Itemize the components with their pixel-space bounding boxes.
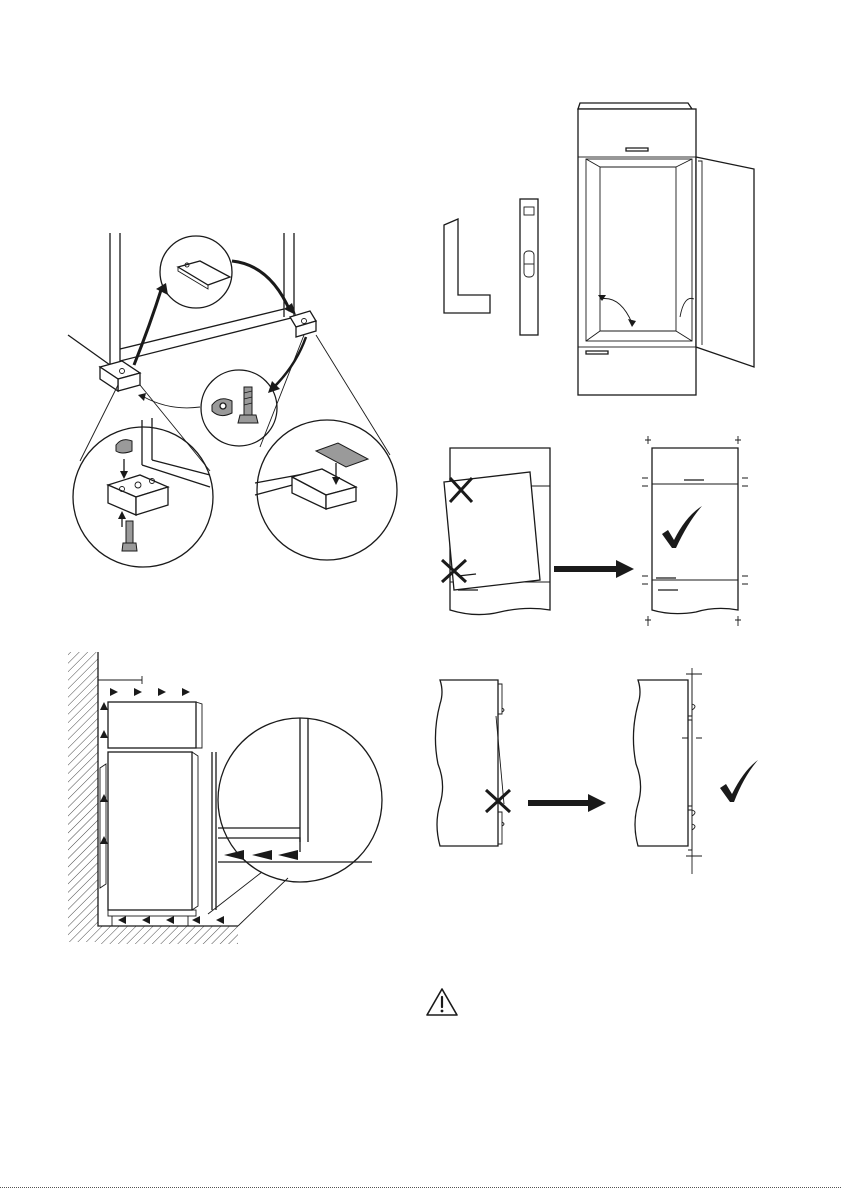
left-bracket-icon [100, 361, 140, 391]
arrow-right-icon [554, 560, 634, 578]
tall-cabinet-icon [578, 103, 754, 395]
set-square-icon [444, 219, 490, 313]
page-bottom-rule [0, 1187, 841, 1188]
arrow-right-icon [528, 794, 606, 812]
wall-hatch [68, 652, 98, 942]
spirit-level-icon [520, 199, 538, 335]
hinge-cover-figure [60, 225, 400, 570]
tilted-door [444, 472, 540, 590]
cabinet-right [652, 448, 738, 614]
check-mark-icon [720, 760, 758, 802]
door-alignment-front-figure [436, 430, 766, 635]
appliance-airflow-figure [62, 652, 382, 948]
floor-hatch [98, 926, 238, 944]
door-alignment-side-figure [432, 664, 762, 874]
warning-triangle-icon [424, 986, 460, 1018]
cabinet-square-level-figure [440, 95, 760, 400]
